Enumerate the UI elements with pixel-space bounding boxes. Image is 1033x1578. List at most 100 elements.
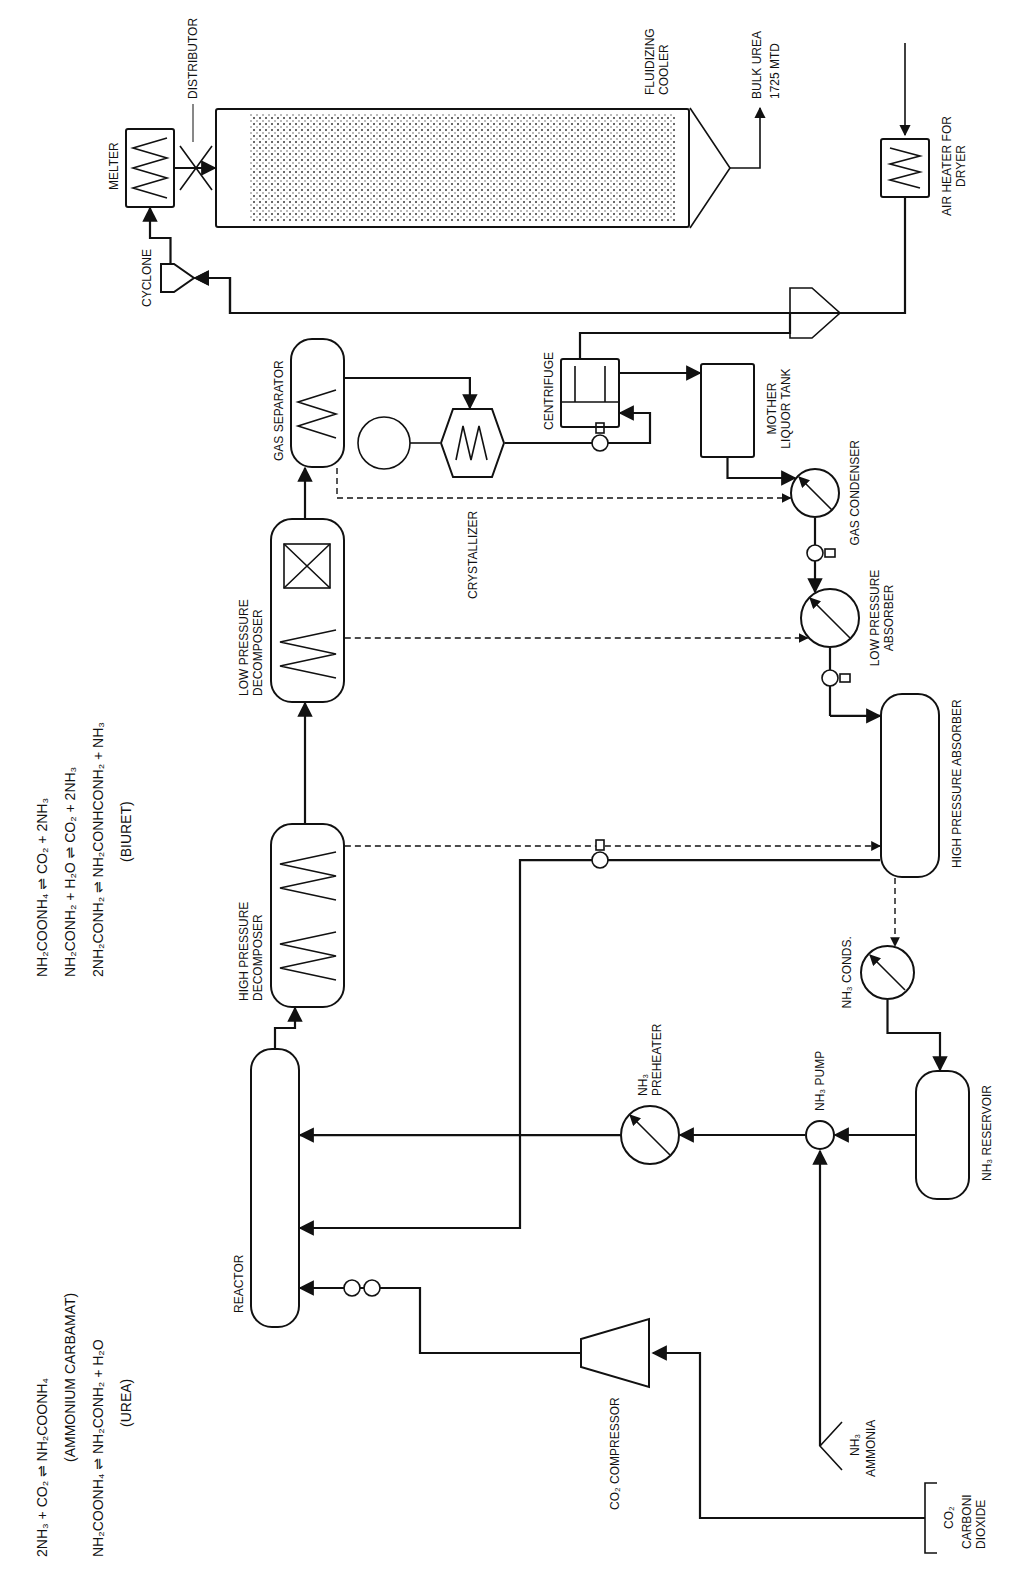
reaction-note: (BIURET): [118, 800, 135, 863]
heating-coil: [280, 630, 336, 678]
prill-packing: [250, 114, 675, 222]
cooler-cone: [690, 108, 730, 228]
unit-label: NH₃ RESERVOIR: [980, 1084, 994, 1182]
unit-label: CENTRIFUGE: [542, 351, 556, 431]
unit-label: NH₃ PREHEATER: [636, 1017, 665, 1097]
pump-symbol: [822, 670, 838, 686]
label-box: NH₂COONH₄ ⇌ CO₂ + 2NH₃: [34, 797, 51, 978]
process-line: [175, 167, 215, 169]
melter-box: MELTER: [125, 128, 175, 208]
label-box: GAS SEPARATOR: [272, 359, 286, 462]
label-box: NH₃: [848, 1433, 862, 1457]
pump-symbol: [364, 1280, 380, 1296]
unit-label: GAS SEPARATOR: [272, 359, 286, 462]
air-inlet: [904, 43, 906, 135]
label-box: NH₃ RESERVOIR: [980, 1084, 994, 1182]
reaction-equation: 2NH₃ + CO₂ ⇌ NH₂COONH₄: [34, 1377, 51, 1558]
crystallizer-coil: [456, 426, 487, 460]
process-line: [300, 1288, 580, 1353]
unit-label: NH₃ CONDS.: [840, 935, 854, 1009]
process-line: [304, 703, 306, 823]
pump-symbol: [807, 545, 823, 561]
process-line: [620, 372, 700, 374]
heater-coil: [890, 148, 920, 188]
decomposer-vessel: LOW PRESSURE DECOMPOSER: [270, 518, 345, 703]
vacuum-line: [410, 442, 440, 444]
process-line: [505, 413, 650, 443]
product-label: BULK UREA: [750, 30, 764, 100]
process-line: [728, 458, 796, 478]
shape-outline: [860, 945, 915, 1000]
feed-bracket: [820, 1422, 842, 1470]
nh3-feed-line: [819, 1151, 821, 1446]
label-box: NH₃ CONDS.: [840, 935, 854, 1009]
label-box: CO₂ COMPRESSOR: [608, 1396, 622, 1511]
co2-feed-line: [653, 1353, 925, 1518]
shape-outline: [861, 946, 914, 999]
label-box: REACTOR: [232, 1254, 246, 1314]
label-box: LOW PRESSURE DECOMPOSER: [237, 567, 266, 697]
label-box: CO₂: [942, 1505, 956, 1530]
feed-label: CO₂: [942, 1505, 956, 1530]
feed-label: NH₃: [848, 1433, 862, 1457]
gas-line: [345, 845, 880, 846]
separator-vessel: GAS SEPARATOR: [290, 338, 345, 468]
unit-label: CYCLONE: [140, 248, 154, 308]
compressor-shape: CO₂ COMPRESSOR: [580, 1318, 650, 1388]
label-box: NH₃ PREHEATER: [636, 1017, 665, 1097]
absorber-vessel: HIGH PRESSURE ABSORBER: [880, 693, 940, 878]
shape-outline: [800, 588, 860, 648]
pump-symbol: [592, 852, 608, 868]
shape-outline: [791, 469, 839, 517]
label-box: CRYSTALLIZER: [466, 510, 480, 600]
process-line: [680, 1134, 805, 1136]
label-box: HIGH PRESSURE ABSORBER: [950, 698, 964, 869]
shape-outline: [440, 408, 505, 478]
centrifuge-basket: [562, 366, 618, 402]
label-box: NH₂COONH₄ ⇌ NH₂CONH₂ + H₂O: [90, 1338, 107, 1558]
label-box: (AMMONIUM CARBAMAT): [62, 1292, 79, 1463]
unit-label: HIGH PRESSURE DECOMPOSER: [237, 872, 266, 1002]
shape-outline: [801, 589, 859, 647]
shape-outline: [621, 1106, 679, 1164]
label-box: (BIURET): [118, 800, 135, 863]
packed-section: [284, 544, 330, 588]
label-box: GAS CONDENSER: [848, 439, 862, 546]
unit-label: NH₃ PUMP: [813, 1050, 827, 1112]
label-box: 2NH₂CONH₂ ⇌ NH₂CONHCONH₂ + NH₃: [90, 721, 107, 978]
shape-outline: [160, 263, 195, 293]
label-box: BULK UREA: [750, 30, 764, 100]
heating-coil: [280, 852, 336, 900]
product-label: 1725 MTD: [768, 42, 782, 100]
centrifuge-unit: CENTRIFUGE: [560, 358, 620, 428]
decomposer-vessel: HIGH PRESSURE DECOMPOSER: [270, 823, 345, 1008]
label-box: NH₃ PUMP: [813, 1050, 827, 1112]
prilling-tower: FLUIDIZING COOLER: [215, 108, 690, 228]
reaction-equation: NH₂CONH₂ + H₂O ⇌ CO₂ + 2NH₃: [62, 766, 79, 978]
feed-label: AMMONIA: [864, 1419, 878, 1478]
label-box: MOTHER LIQUOR TANK: [765, 364, 794, 454]
heating-coil: [280, 932, 336, 980]
label-box: CYCLONE: [140, 248, 154, 308]
label-box: AIR HEATER FOR DRYER: [940, 106, 969, 226]
condenser-circle: NH₃ CONDS.: [860, 945, 915, 1000]
process-line: [300, 1134, 620, 1136]
label-box: LOW PRESSURE ABSORBER: [868, 563, 897, 673]
shape-outline: [581, 1319, 649, 1387]
packed-section-cross: [284, 544, 330, 588]
label-box: NH₂CONH₂ + H₂O ⇌ CO₂ + 2NH₃: [62, 766, 79, 978]
label-box: AMMONIA: [864, 1419, 878, 1478]
reaction-equation: 2NH₂CONH₂ ⇌ NH₂CONHCONH₂ + NH₃: [90, 721, 107, 978]
process-line: [195, 278, 790, 358]
melter-coil: [133, 138, 167, 198]
vacuum-vessel: [358, 417, 410, 469]
pump-circle: NH₃ PUMP: [805, 1120, 835, 1150]
process-line: [888, 1000, 941, 1070]
label-box: (UREA): [118, 1378, 135, 1428]
label-box: 1725 MTD: [768, 42, 782, 100]
preheater-circle: NH₃ PREHEATER: [620, 1105, 680, 1165]
absorber-circle: LOW PRESSURE ABSORBER: [800, 588, 860, 648]
shape-outline: [620, 1105, 680, 1165]
